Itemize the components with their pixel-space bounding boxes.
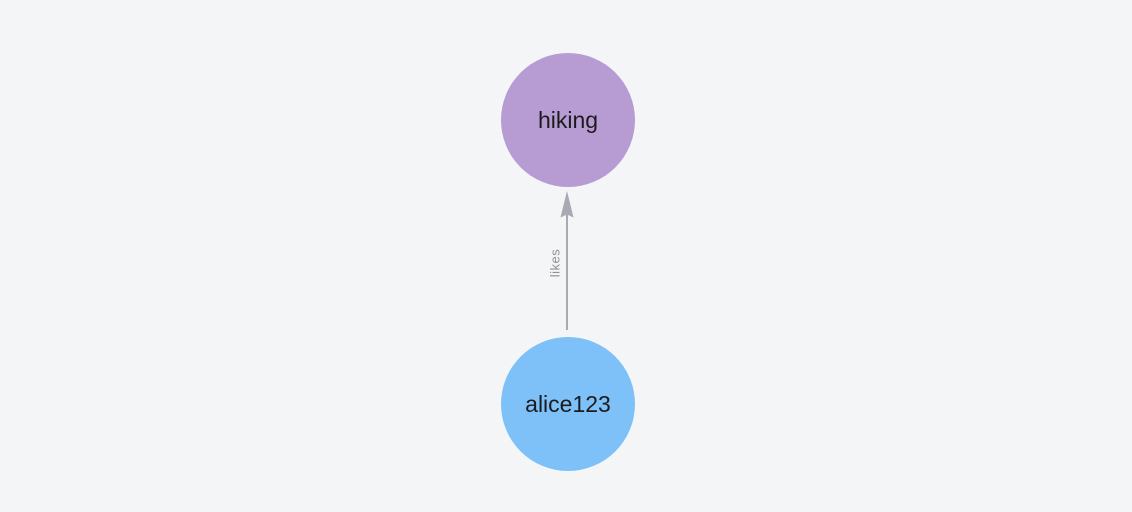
- edge-arrowhead-icon: [560, 191, 574, 218]
- node-hiking[interactable]: hiking: [501, 53, 635, 187]
- edge-label: likes: [547, 248, 563, 278]
- node-label: alice123: [525, 390, 611, 417]
- node-label: hiking: [537, 106, 599, 133]
- node-alice123[interactable]: alice123: [501, 337, 635, 471]
